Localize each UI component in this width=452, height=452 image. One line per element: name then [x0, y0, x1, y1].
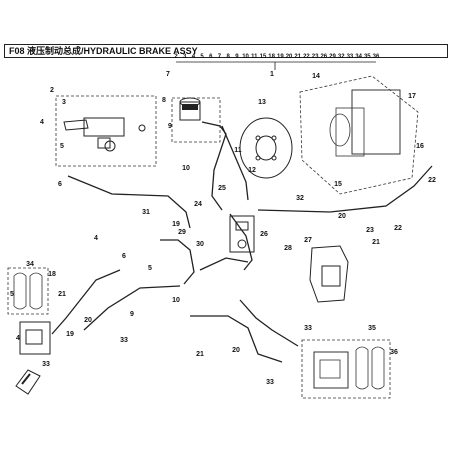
callout-c20a: 20 — [338, 213, 346, 220]
callout-c12: 12 — [248, 167, 256, 174]
callout-c6: 6 — [58, 181, 62, 188]
top-callout-number: 15 — [260, 54, 267, 60]
callout-c26: 26 — [260, 231, 268, 238]
callout-c36: 36 — [390, 349, 398, 356]
callout-c25: 25 — [218, 185, 226, 192]
top-callout-number: 5 — [200, 54, 204, 60]
top-callout-number: 4 — [192, 54, 196, 60]
callout-c33a: 33 — [304, 325, 312, 332]
brake-lines — [51, 121, 433, 363]
wheel-hub — [299, 75, 419, 195]
caliper-left — [19, 321, 51, 355]
pad-kit-right — [301, 339, 391, 399]
callout-c10: 10 — [182, 165, 190, 172]
callout-c3: 3 — [62, 99, 66, 106]
callout-c22a: 22 — [428, 177, 436, 184]
callout-c5b: 5 — [148, 265, 152, 272]
top-callout-number: 11 — [251, 54, 258, 60]
callout-c33c: 33 — [42, 361, 50, 368]
callout-c10b: 10 — [172, 297, 180, 304]
top-callout-number: 19 — [277, 54, 284, 60]
callout-c29: 29 — [178, 229, 186, 236]
top-callout-number: 22 — [303, 54, 310, 60]
callout-c11: 11 — [234, 147, 242, 154]
callout-c9b: 9 — [130, 311, 134, 318]
callout-c6b: 6 — [122, 253, 126, 260]
callout-c13: 13 — [258, 99, 266, 106]
callout-c19b: 19 — [66, 331, 74, 338]
callout-c27: 27 — [304, 237, 312, 244]
top-callout-number: 26 — [320, 54, 327, 60]
callout-c24: 24 — [194, 201, 202, 208]
pad-kit-left — [7, 267, 49, 315]
callout-c20b: 20 — [232, 347, 240, 354]
junction-block — [229, 215, 255, 253]
top-callout-number: 10 — [242, 54, 249, 60]
top-callout-number: 9 — [235, 54, 239, 60]
callout-labels: 1234567891011121314151716312223202122283… — [10, 71, 436, 386]
callout-c32: 32 — [296, 195, 304, 202]
top-callout-number: 21 — [294, 54, 301, 60]
callout-c4c: 4 — [16, 335, 20, 342]
top-callout-number: 2 — [174, 54, 178, 60]
top-callout-number: 3 — [183, 54, 187, 60]
front-direction-arrow — [15, 369, 41, 395]
top-callout-number: 36 — [373, 54, 380, 60]
callout-c23: 23 — [366, 227, 374, 234]
callout-c35: 35 — [368, 325, 376, 332]
callout-c4b: 4 — [94, 235, 98, 242]
callout-c18: 18 — [48, 271, 56, 278]
callout-c16: 16 — [416, 143, 424, 150]
callout-c17: 17 — [408, 93, 416, 100]
top-callout-number: 20 — [286, 54, 293, 60]
top-callout-number: 7 — [218, 54, 222, 60]
callout-c21c: 21 — [58, 291, 66, 298]
callout-c5c: 5 — [10, 291, 14, 298]
top-callout-number: 23 — [312, 54, 319, 60]
callout-c21a: 21 — [372, 239, 380, 246]
top-callout-number: 6 — [209, 54, 213, 60]
callout-c28: 28 — [284, 245, 292, 252]
top-callout-number: 34 — [355, 54, 362, 60]
callout-c20c: 20 — [84, 317, 92, 324]
callout-c31: 31 — [142, 209, 150, 216]
diagram-title: F08 液压制动总成/HYDRAULIC BRAKE ASSY — [4, 44, 448, 58]
callout-c1: 1 — [270, 71, 274, 78]
callout-c2: 2 — [50, 87, 54, 94]
callout-c15: 15 — [334, 181, 342, 188]
top-callout-number: 32 — [338, 54, 345, 60]
front-right-caliper — [309, 245, 349, 303]
master-cylinder-group — [55, 95, 157, 167]
top-callout-number: 8 — [227, 54, 231, 60]
callout-c33d: 33 — [120, 337, 128, 344]
callout-c8: 8 — [162, 97, 166, 104]
callout-c19: 19 — [172, 221, 180, 228]
callout-c22b: 22 — [394, 225, 402, 232]
callout-c34: 34 — [26, 261, 34, 268]
top-callout-number: 29 — [329, 54, 336, 60]
top-callout-number: 35 — [364, 54, 371, 60]
callout-c7: 7 — [166, 71, 170, 78]
callout-c9: 9 — [168, 123, 172, 130]
callout-c21b: 21 — [196, 351, 204, 358]
top-callout-number: 33 — [347, 54, 354, 60]
reservoir — [171, 97, 221, 143]
callout-c30: 30 — [196, 241, 204, 248]
callout-c33b: 33 — [266, 379, 274, 386]
top-callout-bracket — [176, 61, 376, 70]
callout-c14: 14 — [312, 73, 320, 80]
brake-disc — [239, 117, 293, 179]
top-callout-number: 18 — [268, 54, 275, 60]
callout-c5: 5 — [60, 143, 64, 150]
callout-c4: 4 — [40, 119, 44, 126]
